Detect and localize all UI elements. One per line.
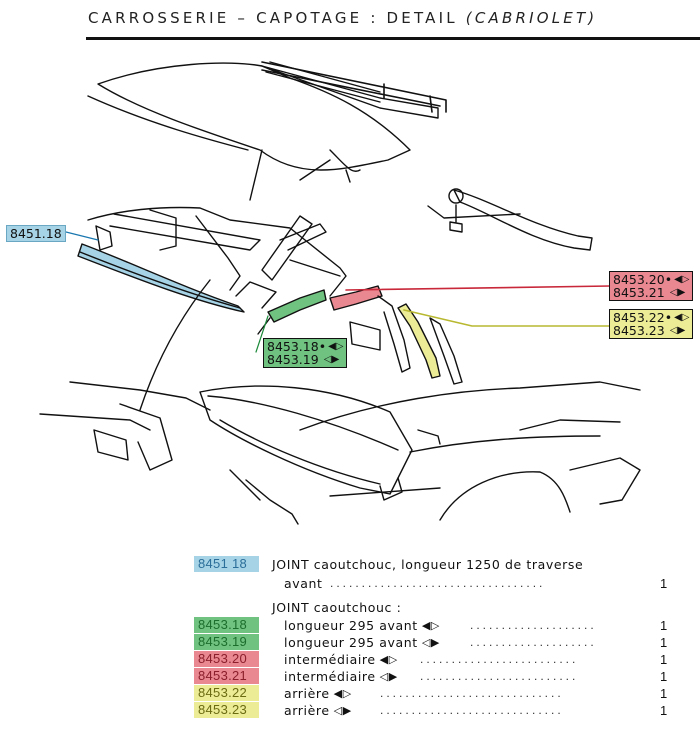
callout-mark: • (318, 339, 327, 354)
legend-row: avant ..................................… (0, 575, 700, 592)
arrow-left-filled-icon: ◀▷ (674, 274, 690, 285)
part-qty: 1 (660, 669, 668, 684)
legend-row: 8453.23 arrière◁▶ ......................… (0, 702, 700, 719)
part-qty: 1 (660, 652, 668, 667)
arrow-left-filled-icon: ◀▷ (333, 687, 352, 700)
legend-row: 8453.20 intermédiaire◀▷ ................… (0, 651, 700, 668)
arrow-left-filled-icon: ◀▷ (674, 312, 690, 323)
arrow-right-filled-icon: ◁▶ (333, 704, 352, 717)
arrow-left-filled-icon: ◀▷ (421, 619, 440, 632)
part-description: longueur 295 avant◀▷ (284, 617, 444, 634)
part-code: 8453.23 (194, 702, 259, 718)
part-qty: 1 (660, 635, 668, 650)
arrow-right-filled-icon: ◁▶ (666, 325, 686, 336)
part-description-text: intermédiaire (284, 652, 376, 667)
part-description-cont: avant (284, 576, 323, 591)
title-rule (86, 37, 700, 40)
arrow-right-filled-icon: ◁▶ (379, 670, 398, 683)
arrow-left-filled-icon: ◀▷ (379, 653, 398, 666)
part-code: 8453.20 (194, 651, 259, 667)
part-code: 8453.21 (194, 668, 259, 684)
leader-dots: ......................... (420, 652, 579, 666)
part-description: JOINT caoutchouc, longueur 1250 de trave… (272, 557, 584, 572)
callout-8451-18: 8451.18 (6, 225, 66, 242)
callout-code-a: 8453.22 (613, 310, 665, 325)
callout-code-b: 8453.21 (613, 285, 665, 300)
leader-dots: .................... (470, 618, 597, 632)
part-description-text: longueur 295 avant (284, 618, 418, 633)
part-qty: 1 (660, 686, 668, 701)
callout-code: 8451.18 (10, 226, 62, 241)
part-code: 8453.22 (194, 685, 259, 701)
callout-mark: • (664, 272, 673, 287)
part-qty: 1 (660, 618, 668, 633)
part-description: longueur 295 avant◁▶ (284, 634, 444, 651)
part-code: 8453.18 (194, 617, 259, 633)
hardtop-roof (87, 61, 439, 201)
exploded-parts-drawing (39, 61, 641, 525)
callout-code-b: 8453.19 (267, 352, 319, 367)
leader-dots: ............................. (380, 686, 564, 700)
seal-8453-18-19 (257, 289, 327, 335)
arrow-left-filled-icon: ◀▷ (328, 341, 344, 352)
part-description: arrière◀▷ (284, 685, 356, 702)
leader-dots: ............................. (380, 703, 564, 717)
arrow-right-filled-icon: ◁▶ (666, 287, 686, 298)
seal-8453-22-23 (397, 303, 463, 385)
folding-frame (87, 206, 347, 309)
callout-mark: • (664, 310, 673, 325)
car-body (39, 279, 641, 525)
legend-group-heading: JOINT caoutchouc : (0, 599, 700, 616)
rear-bow (427, 188, 593, 251)
legend-row: 8453.19 longueur 295 avant◁▶ ...........… (0, 634, 700, 651)
page-title: CARROSSERIE – CAPOTAGE : DETAIL (CABRIOL… (88, 9, 597, 27)
callout-8453-18-19: 8453.18•◀▷ 8453.19 ◁▶ (263, 338, 348, 368)
callout-code-a: 8453.20 (613, 272, 665, 287)
callout-8453-22-23: 8453.22•◀▷ 8453.23 ◁▶ (609, 309, 694, 339)
leader-dots: ......................... (420, 669, 579, 683)
top-rail (261, 61, 447, 113)
legend-row: 8453.21 intermédiaire◁▶ ................… (0, 668, 700, 685)
legend-row: 8453.18 longueur 295 avant◀▷ ...........… (0, 617, 700, 634)
group-heading: JOINT caoutchouc : (272, 600, 402, 615)
title-main: CARROSSERIE – CAPOTAGE : DETAIL (88, 9, 458, 27)
leader-lines (65, 231, 611, 353)
title-variant: (CABRIOLET) (465, 9, 598, 27)
part-description: arrière◁▶ (284, 702, 356, 719)
part-description-text: longueur 295 avant (284, 635, 418, 650)
callout-code-b: 8453.23 (613, 323, 665, 338)
leader-dots: .................... (470, 635, 597, 649)
callout-8453-20-21: 8453.20•◀▷ 8453.21 ◁▶ (609, 271, 694, 301)
seal-8453-20-21 (329, 285, 411, 373)
part-code: 8451 18 (194, 556, 259, 572)
legend-row: 8451 18 JOINT caoutchouc, longueur 1250 … (0, 556, 700, 573)
part-description: intermédiaire◁▶ (284, 668, 402, 685)
leader-dots: .................................. (330, 576, 546, 590)
part-qty: 1 (660, 576, 668, 591)
arrow-right-filled-icon: ◁▶ (421, 636, 440, 649)
part-description-text: arrière (284, 703, 330, 718)
callout-code-a: 8453.18 (267, 339, 319, 354)
part-description-text: arrière (284, 686, 330, 701)
part-code: 8453.19 (194, 634, 259, 650)
part-description-text: intermédiaire (284, 669, 376, 684)
part-description: intermédiaire◀▷ (284, 651, 402, 668)
front-seal-8451-18 (77, 243, 245, 313)
arrow-right-filled-icon: ◁▶ (320, 354, 340, 365)
part-qty: 1 (660, 703, 668, 718)
legend-row: 8453.22 arrière◀▷ ......................… (0, 685, 700, 702)
